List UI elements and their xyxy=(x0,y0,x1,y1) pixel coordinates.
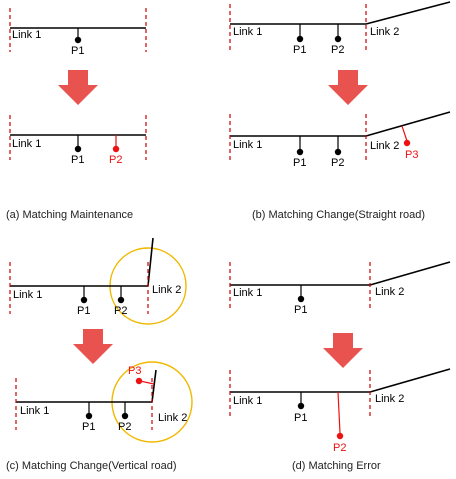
link-1-label: Link 1 xyxy=(233,395,262,407)
down-arrow-icon xyxy=(73,329,113,364)
down-arrow-icon xyxy=(328,70,368,105)
point-p1 xyxy=(74,36,82,44)
point-p2-label: P2 xyxy=(118,421,131,433)
link-2-road xyxy=(365,1,451,25)
point-p2 xyxy=(334,35,342,43)
point-p1 xyxy=(85,412,93,420)
panel-c: Link 1 Link 2 P1 P2 Link 1 Link 2 P1 P2 … xyxy=(6,237,193,472)
link-1-label: Link 1 xyxy=(12,138,41,150)
point-p1-label: P1 xyxy=(71,45,84,57)
link-2-road xyxy=(147,237,154,287)
point-p2-new xyxy=(336,432,344,440)
point-p2 xyxy=(121,412,129,420)
point-p2-label: P2 xyxy=(109,154,122,166)
panel-a: Link 1 P1 Link 1 P1 P2 (a) Matching Main… xyxy=(6,8,147,221)
link-2-label: Link 2 xyxy=(375,393,404,405)
point-p1-label: P1 xyxy=(294,412,307,424)
panel-b: Link 1 Link 2 P1 P2 Link 1 Link 2 P1 P2 … xyxy=(229,1,451,221)
link-1-label: Link 1 xyxy=(12,29,41,41)
point-p3-label: P3 xyxy=(405,149,418,161)
point-p3-label: P3 xyxy=(128,365,141,377)
link-1-label: Link 1 xyxy=(233,26,262,38)
point-p1 xyxy=(297,295,305,303)
point-p1 xyxy=(74,145,82,153)
point-p3-new xyxy=(403,139,411,147)
link-2-label: Link 2 xyxy=(152,284,181,296)
point-stem xyxy=(401,125,408,142)
point-stem xyxy=(337,391,341,434)
link-1-label: Link 1 xyxy=(233,139,262,151)
link-1-label: Link 1 xyxy=(20,405,49,417)
panel-d: Link 1 Link 2 P1 Link 1 Link 2 P1 P2 (d)… xyxy=(229,261,451,472)
point-p2-new xyxy=(112,145,120,153)
point-p1-label: P1 xyxy=(77,305,90,317)
point-p1-label: P1 xyxy=(294,304,307,316)
caption-d: (d) Matching Error xyxy=(292,460,381,472)
point-p2-label: P2 xyxy=(333,442,346,454)
point-p1 xyxy=(296,148,304,156)
link-2-label: Link 2 xyxy=(370,140,399,152)
point-p1-label: P1 xyxy=(82,421,95,433)
point-p2 xyxy=(117,296,125,304)
down-arrow-icon xyxy=(323,333,363,368)
point-p2-label: P2 xyxy=(331,157,344,169)
point-p2-label: P2 xyxy=(114,305,127,317)
link-2-label: Link 2 xyxy=(375,286,404,298)
caption-c: (c) Matching Change(Vertical road) xyxy=(6,460,177,472)
point-p1-label: P1 xyxy=(71,154,84,166)
link-2-road xyxy=(369,261,451,286)
link-2-label: Link 2 xyxy=(158,412,187,424)
point-p1 xyxy=(80,296,88,304)
link-2-label: Link 2 xyxy=(370,26,399,38)
link-2-road xyxy=(365,111,451,137)
point-p3-new xyxy=(135,377,143,385)
point-p1 xyxy=(297,402,305,410)
point-p1-label: P1 xyxy=(293,157,306,169)
point-p2-label: P2 xyxy=(331,44,344,56)
link-1-label: Link 1 xyxy=(13,289,42,301)
point-p1 xyxy=(296,35,304,43)
caption-a: (a) Matching Maintenance xyxy=(6,209,133,221)
point-stem xyxy=(139,380,155,385)
link-2-road xyxy=(151,369,157,403)
link-2-road xyxy=(369,368,451,393)
link-1-label: Link 1 xyxy=(233,287,262,299)
caption-b: (b) Matching Change(Straight road) xyxy=(252,209,425,221)
down-arrow-icon xyxy=(58,70,98,105)
point-p1-label: P1 xyxy=(293,44,306,56)
point-p2 xyxy=(334,148,342,156)
